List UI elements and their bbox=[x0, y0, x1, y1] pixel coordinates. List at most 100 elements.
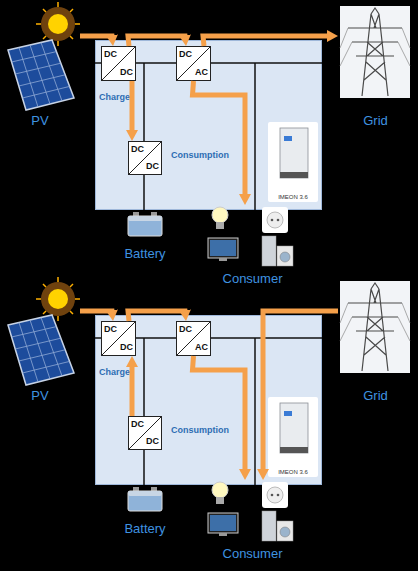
consumer-pictures-part bbox=[277, 219, 280, 222]
battery-picture-part bbox=[128, 216, 162, 221]
node-label: DC bbox=[179, 325, 192, 334]
consumer-pictures-part bbox=[219, 258, 227, 261]
node-label: Consumer bbox=[205, 272, 300, 285]
pv-panel-icon-part-part bbox=[12, 52, 57, 62]
flow-arrow bbox=[203, 36, 331, 46]
converter-box: DCDC bbox=[128, 416, 162, 450]
flow-arrow bbox=[130, 81, 135, 134]
node-label: PV bbox=[0, 389, 80, 402]
inverter-picture bbox=[268, 122, 318, 202]
flow-arrow bbox=[263, 311, 338, 473]
flow-arrow bbox=[193, 81, 246, 198]
converter-diagonal-line bbox=[129, 142, 161, 174]
pv-panel-icon-part-part bbox=[15, 63, 61, 74]
illustrated-node: PV bbox=[0, 2, 80, 127]
sun-rays-part bbox=[70, 36, 73, 39]
dc-bus-wire bbox=[95, 63, 322, 210]
pv-panel-icon-part-part bbox=[19, 75, 65, 86]
converter-diagonal-line bbox=[129, 417, 161, 449]
sun-rays-part bbox=[70, 9, 73, 12]
converter-box: DCAC bbox=[176, 46, 211, 81]
battery-picture bbox=[128, 212, 162, 236]
flow-arrow bbox=[80, 311, 112, 314]
consumer-pictures-part bbox=[210, 240, 236, 256]
converter-box: DCDC bbox=[101, 321, 136, 356]
node-label: AC bbox=[195, 68, 208, 77]
node-label: Grid bbox=[338, 389, 413, 402]
consumer-pictures-part bbox=[262, 236, 276, 266]
sun-glow bbox=[41, 7, 75, 41]
illustrated-node: Battery bbox=[120, 210, 170, 260]
panel-artwork bbox=[8, 2, 410, 266]
illustrated-node: PV bbox=[0, 277, 80, 402]
converter-diagonal-line bbox=[102, 322, 135, 355]
converter-diagonal-line bbox=[177, 47, 210, 80]
battery-picture-part bbox=[133, 212, 139, 216]
node-label: DC bbox=[120, 68, 133, 77]
section-label: Charge bbox=[99, 93, 130, 102]
battery-picture-part bbox=[151, 212, 157, 216]
node-label: Battery bbox=[120, 247, 170, 260]
dc-bus-wire-part bbox=[95, 62, 322, 64]
pv-panel-icon-part-part bbox=[41, 43, 62, 102]
model-label: IMEON 3.6 bbox=[278, 469, 308, 475]
node-label: DC bbox=[179, 50, 192, 59]
node-label: DC bbox=[131, 145, 144, 154]
consumer-pictures-part bbox=[212, 207, 228, 223]
flow-arrow bbox=[130, 363, 135, 416]
dc-bus-wire-part bbox=[143, 63, 145, 210]
consumer-pictures bbox=[208, 207, 293, 266]
section-label: Consumption bbox=[171, 426, 229, 435]
converter-box: DCAC bbox=[176, 321, 211, 356]
sun-rays bbox=[36, 2, 80, 46]
node-label: DC bbox=[104, 50, 117, 59]
sun-rays-part bbox=[57, 2, 59, 7]
node-label: DC bbox=[131, 420, 144, 429]
section-label: Charge bbox=[99, 368, 130, 377]
consumer-pictures-part bbox=[262, 207, 288, 233]
node-label: Consumer bbox=[205, 547, 300, 560]
inverter-picture-part bbox=[284, 136, 292, 141]
sun-rays-part bbox=[75, 23, 80, 25]
inverter-picture-part bbox=[268, 122, 318, 202]
sun-icon bbox=[36, 2, 80, 46]
sun-rays-part bbox=[43, 9, 46, 12]
flow-arrow bbox=[193, 356, 246, 473]
pylon-picture-part bbox=[348, 8, 402, 96]
inverter-picture-part bbox=[280, 128, 308, 178]
flow-arrow bbox=[80, 36, 112, 39]
pylon-picture bbox=[340, 6, 410, 98]
consumer-pictures-part bbox=[271, 219, 274, 222]
node-label: PV bbox=[0, 114, 80, 127]
consumer-pictures-part bbox=[277, 246, 293, 266]
inverter-picture-part bbox=[280, 172, 308, 178]
illustrated-node: Grid bbox=[338, 280, 413, 402]
pylon-picture-part bbox=[340, 28, 410, 66]
converter-diagonal-line bbox=[102, 47, 135, 80]
sun-rays-part bbox=[57, 41, 59, 46]
flow-arrow bbox=[128, 36, 185, 46]
illustrated-node: Battery bbox=[120, 485, 170, 535]
battery-picture-part bbox=[128, 216, 162, 236]
pylon-picture-part bbox=[340, 6, 410, 98]
node-label: Grid bbox=[338, 114, 413, 127]
illustrated-node: Consumer bbox=[205, 480, 300, 560]
converter-diagonal-line bbox=[177, 322, 210, 355]
consumer-pictures-part bbox=[280, 252, 290, 262]
sun-disc bbox=[48, 14, 68, 34]
pv-panel-icon-part bbox=[12, 43, 70, 108]
flow-arrow bbox=[128, 311, 185, 321]
node-label: DC bbox=[146, 162, 159, 171]
illustrated-node: Grid bbox=[338, 5, 413, 127]
panel-artwork-copy bbox=[8, 277, 410, 541]
converter-box: DCDC bbox=[101, 46, 136, 81]
consumer-pictures-part bbox=[267, 212, 283, 228]
node-label: Battery bbox=[120, 522, 170, 535]
node-label: DC bbox=[120, 343, 133, 352]
node-label: DC bbox=[146, 437, 159, 446]
pv-panel-icon-part bbox=[8, 40, 74, 110]
